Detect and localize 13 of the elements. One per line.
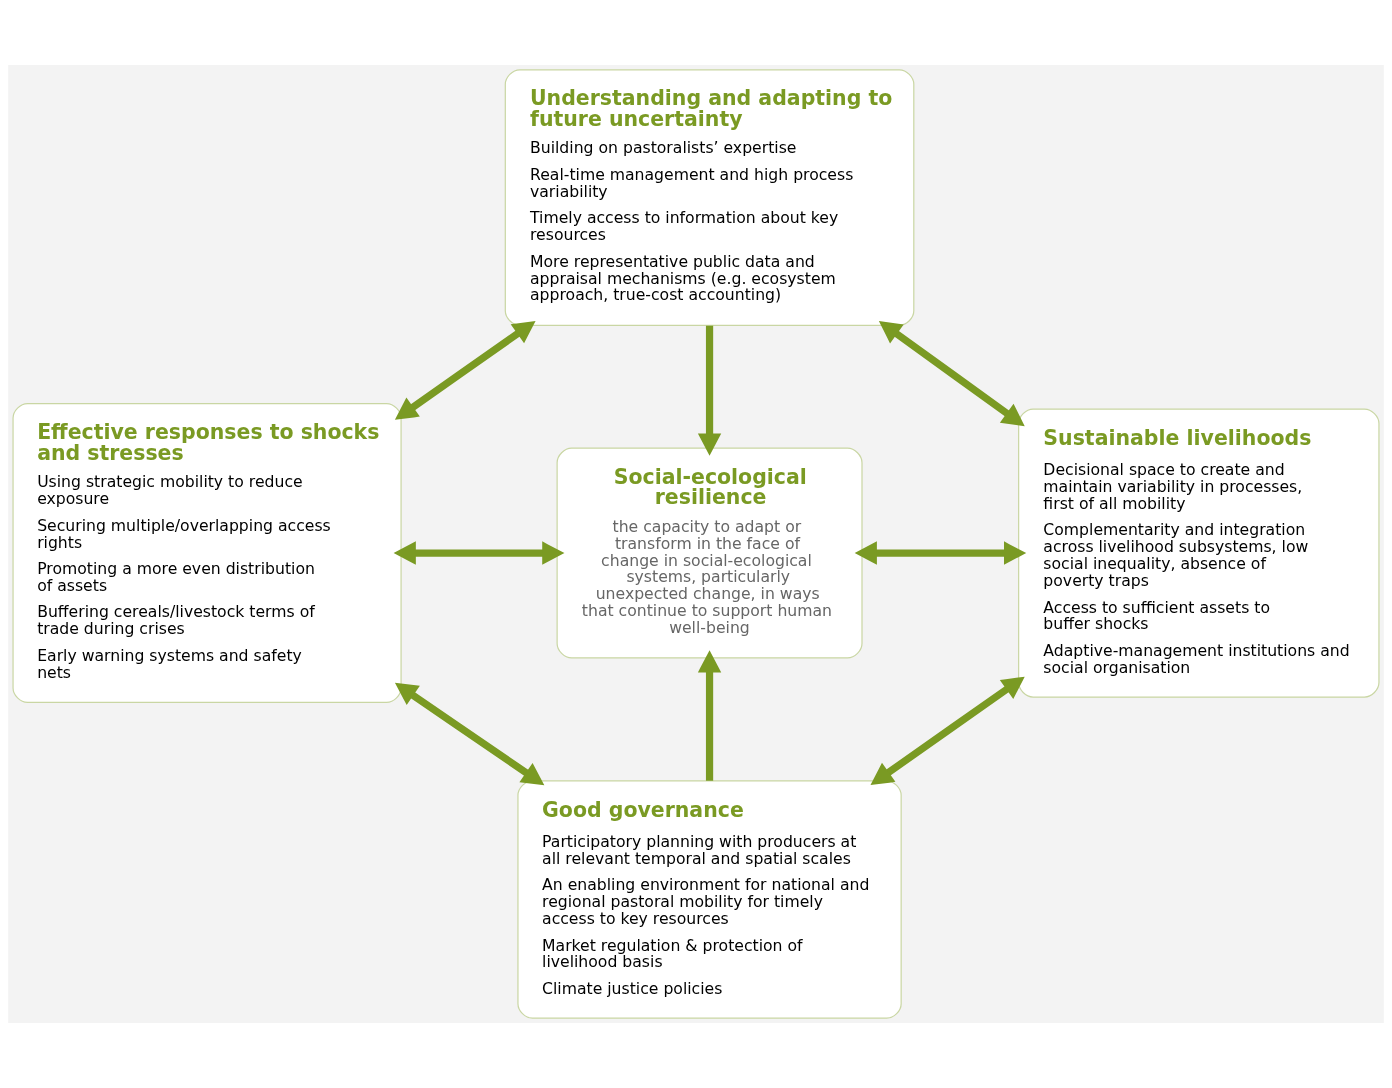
arrow: [394, 682, 545, 786]
arrow: [870, 676, 1025, 786]
arrow: [394, 321, 536, 420]
arrow: [393, 541, 565, 565]
node-box: Good governance Participatory planning with producers at all relevant temporal and spatial scales An enabling environment for national and regional pastoral mobility for timely access to key resources Market regulation & protection of livelihood basis Climate justice policies: [517, 780, 902, 1019]
node-box: Sustainable livelihoods Decisional space to create and maintain variability in processes, first of all mobility Complementarity and integration across livelihood subsystems, low social inequality, absence of poverty traps Access to sufficient assets to buffer shocks Adaptive-management institutions and social organisation: [1018, 408, 1380, 698]
node-box: Social-ecological resilience the capacity to adapt or transform in the face of change in social-ecological systems, particularly unexpected change, in ways that continue to support human well-being: [556, 447, 863, 659]
arrow: [697, 325, 722, 456]
arrow: [878, 320, 1025, 427]
arrow: [697, 650, 722, 781]
node-box: Understanding and adapting to future uncertainty Building on pastoralists’ expertise Real-time management and high process variability Timely access to information about key resources More representative public data and appraisal mechanisms (e.g. ecosystem approach, true-cost accounting): [504, 69, 915, 326]
node-box: Effective responses to shocks and stresses Using strategic mobility to reduce exposure Securing multiple/overlapping access rights Promoting a more even distribution of assets Buffering cereals/livestock terms of trade during crises Early warning systems and safety nets: [12, 403, 402, 704]
arrow: [854, 541, 1027, 565]
